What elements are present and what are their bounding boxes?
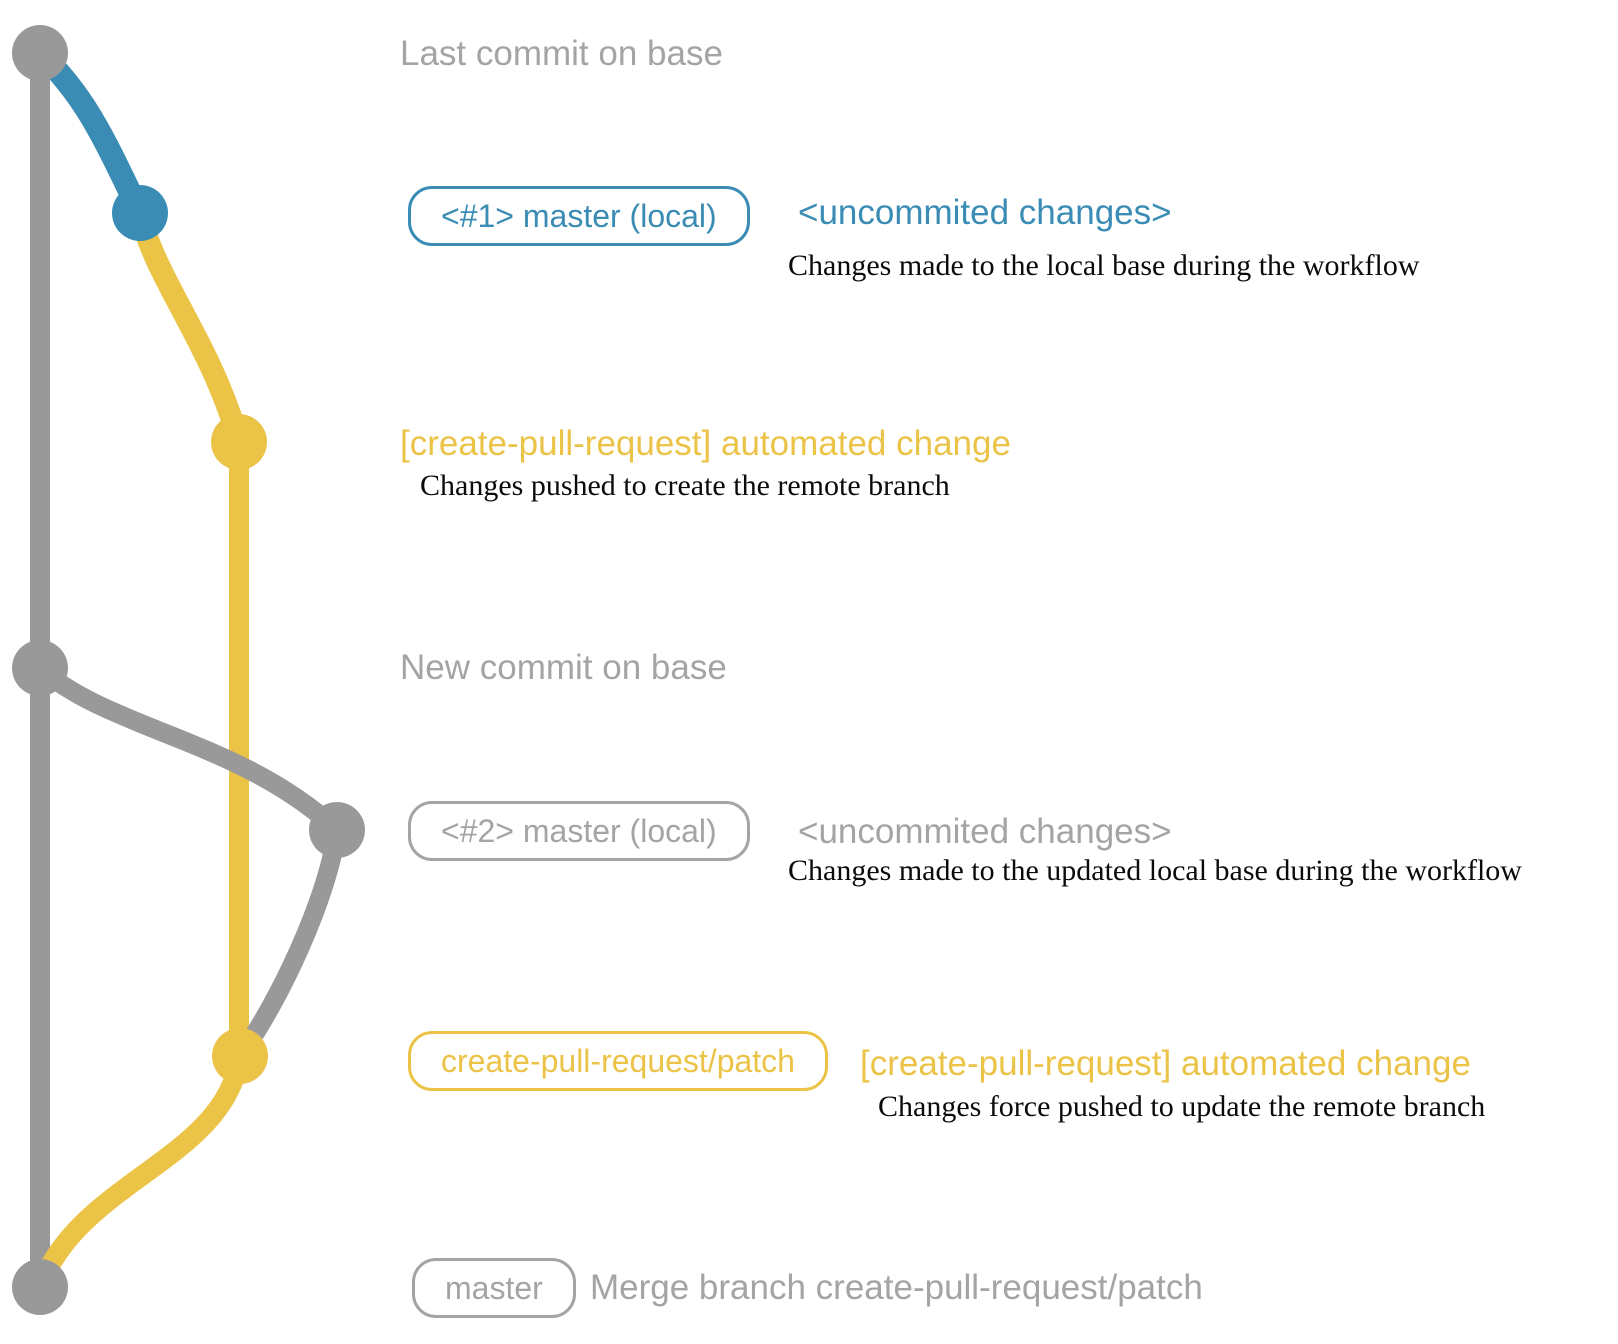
badge-master: master: [412, 1258, 576, 1318]
local-changes-detail-1: Changes made to the local base during th…: [788, 249, 1420, 282]
uncommitted-changes-note-2: <uncommited changes>: [798, 812, 1172, 851]
merge-commit-message: Merge branch create-pull-request/patch: [590, 1268, 1203, 1307]
commit-node-pr-1: [211, 414, 267, 470]
local-change-edge-1: [32, 44, 151, 218]
push-detail: Changes pushed to create the remote bran…: [420, 469, 950, 502]
uncommitted-changes-note-1: <uncommited changes>: [798, 193, 1172, 232]
commit-node-local-1: [112, 185, 168, 241]
pr-merge-edge: [30, 1054, 250, 1291]
badge-create-pull-request-patch: create-pull-request/patch: [408, 1031, 828, 1091]
commit-node-new-base: [12, 640, 68, 696]
commit-node-local-2: [309, 802, 365, 858]
local-change-edge-2: [33, 660, 344, 837]
local-change-edge-3: [232, 828, 347, 1062]
pr-branch-edge-1: [129, 210, 250, 446]
commit-node-pr-2: [212, 1028, 268, 1084]
badge-master-local-2: <#2> master (local): [408, 801, 750, 861]
last-commit-label: Last commit on base: [400, 34, 723, 73]
force-push-detail: Changes force pushed to update the remot…: [878, 1090, 1486, 1123]
commit-node-last-base: [12, 25, 68, 81]
badge-master-local-1: <#1> master (local): [408, 186, 750, 246]
new-commit-label: New commit on base: [400, 648, 727, 687]
commit-node-merge: [12, 1259, 68, 1315]
updated-local-changes-detail: Changes made to the updated local base d…: [788, 854, 1522, 887]
automated-change-heading-1: [create-pull-request] automated change: [400, 424, 1011, 463]
automated-change-note-2: [create-pull-request] automated change: [860, 1044, 1471, 1083]
